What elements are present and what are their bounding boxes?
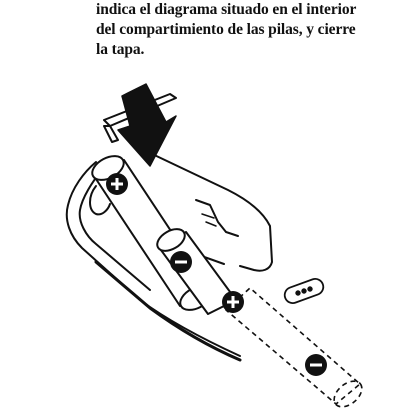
minus-polarity-icon [170, 251, 192, 273]
instruction-line-3: la tapa. [96, 41, 145, 58]
instruction-line-1: indica el diagrama situado en el interio… [96, 1, 357, 18]
battery-insertion-illustration [65, 83, 363, 408]
minus-polarity-icon [305, 354, 327, 376]
plus-polarity-icon [222, 291, 244, 313]
insertion-arrow [117, 83, 177, 167]
instruction-line-2: del compartimiento de las pilas, y cierr… [96, 21, 356, 38]
instruction-text: indica el diagrama situado en el interio… [96, 0, 396, 60]
remote-control-body [65, 151, 273, 362]
battery-dashed-outline [225, 287, 363, 408]
infrared-window [283, 277, 325, 305]
plus-polarity-icon [106, 173, 128, 195]
